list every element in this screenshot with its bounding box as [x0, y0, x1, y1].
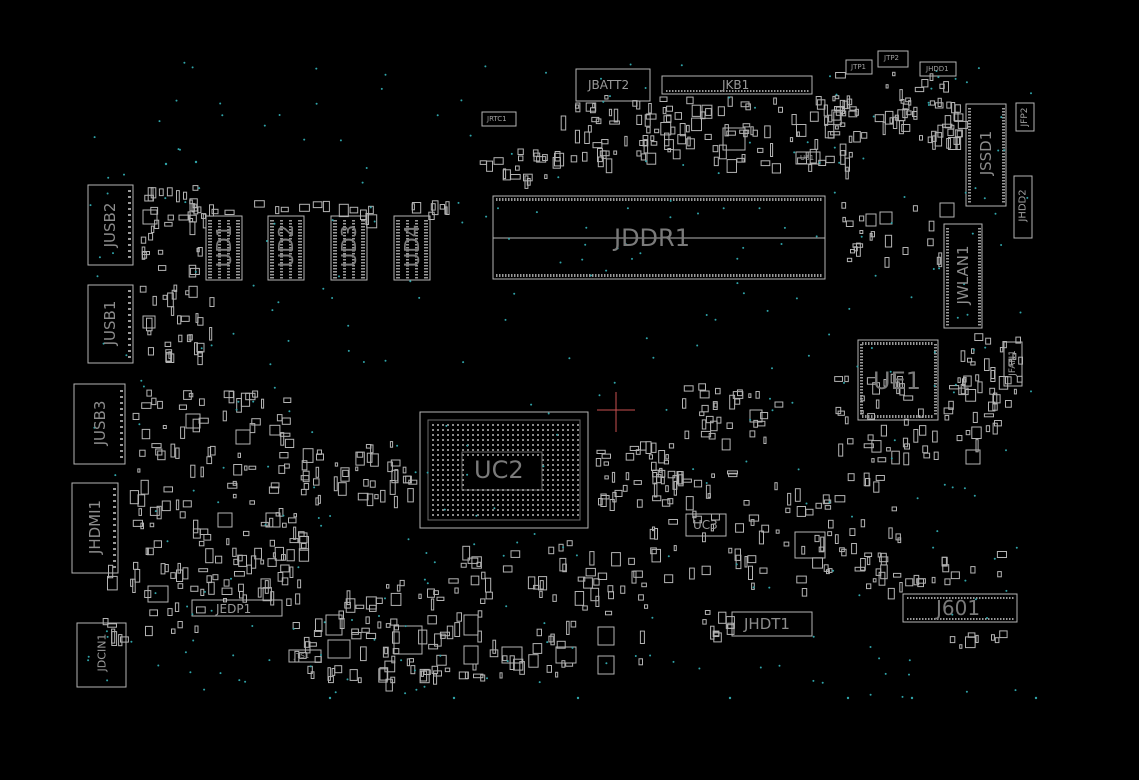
label-uc2[interactable]: UC2	[474, 456, 524, 484]
label-jdcin1[interactable]: JDCIN1	[95, 633, 109, 672]
label-ud2[interactable]: UD2	[274, 224, 298, 268]
label-jrtc1[interactable]: JRTC1	[487, 115, 507, 123]
label-jbatt2[interactable]: JBATT2	[588, 78, 630, 92]
jfp2-outline	[1015, 102, 1035, 132]
label-ud4[interactable]: UD4	[400, 224, 424, 268]
label-jedp1[interactable]: JEDP1	[216, 602, 252, 616]
label-jhdt1[interactable]: JHDT1	[744, 615, 790, 633]
jusb3-outline	[73, 383, 126, 465]
label-j601[interactable]: J601	[936, 596, 981, 620]
jedp1-outline	[191, 599, 283, 617]
label-jts1[interactable]: JTS1	[294, 652, 310, 660]
jhdd2-outline	[1013, 175, 1033, 239]
jtp1-outline	[845, 59, 873, 75]
label-ue1[interactable]: UE1	[873, 367, 921, 395]
jhdd1-outline	[919, 61, 957, 77]
label-ud3[interactable]: UD3	[337, 224, 361, 268]
label-jkb1[interactable]: JKB1	[722, 78, 750, 92]
uc3-outline	[685, 513, 727, 537]
label-jtp2[interactable]: JTP2	[884, 54, 900, 62]
label-ud1[interactable]: UD1	[212, 224, 236, 268]
jusb2-outline	[87, 184, 134, 266]
j601-outline	[902, 593, 1018, 623]
ud1-outline	[205, 215, 243, 281]
label-jssd1[interactable]: JSSD1	[977, 130, 995, 176]
jhdmi1-outline	[71, 482, 119, 574]
label-jfp2[interactable]: JFP2	[1020, 107, 1030, 127]
uc2-outline	[419, 411, 589, 529]
jusb1-outline	[87, 284, 134, 364]
jkb1-outline	[661, 75, 813, 95]
ud3-outline	[330, 215, 368, 281]
label-jfan1[interactable]: JFAN1	[1008, 350, 1018, 376]
jdcin1-outline	[76, 622, 127, 688]
label-jusb2[interactable]: JUSB2	[101, 202, 119, 248]
label-jtp1[interactable]: JTP1	[851, 63, 867, 71]
label-jddr1[interactable]: JDDR1	[614, 224, 690, 252]
label-jwlan1[interactable]: JWLAN1	[954, 245, 972, 305]
cursor-marker	[597, 392, 635, 432]
jrtc1-outline	[481, 111, 517, 127]
jhdt1-outline	[731, 611, 813, 637]
ud2-outline	[267, 215, 305, 281]
label-jusb1[interactable]: JUSB1	[101, 300, 119, 346]
ud4-outline	[393, 215, 431, 281]
jwlan1-outline	[943, 223, 983, 329]
label-uc3[interactable]: UC3	[693, 518, 718, 532]
ue1-outline	[857, 339, 939, 421]
jbatt2-outline	[575, 68, 651, 102]
label-us1[interactable]: US1	[800, 154, 815, 162]
jssd1-outline	[965, 103, 1007, 207]
label-jhdmi1[interactable]: JHDMI1	[86, 499, 104, 555]
label-jusb3[interactable]: JUSB3	[91, 400, 109, 446]
label-jhdd2[interactable]: JHDD2	[1017, 189, 1029, 222]
jtp2-outline	[877, 50, 909, 68]
label-jhdd1[interactable]: JHDD1	[926, 65, 949, 73]
